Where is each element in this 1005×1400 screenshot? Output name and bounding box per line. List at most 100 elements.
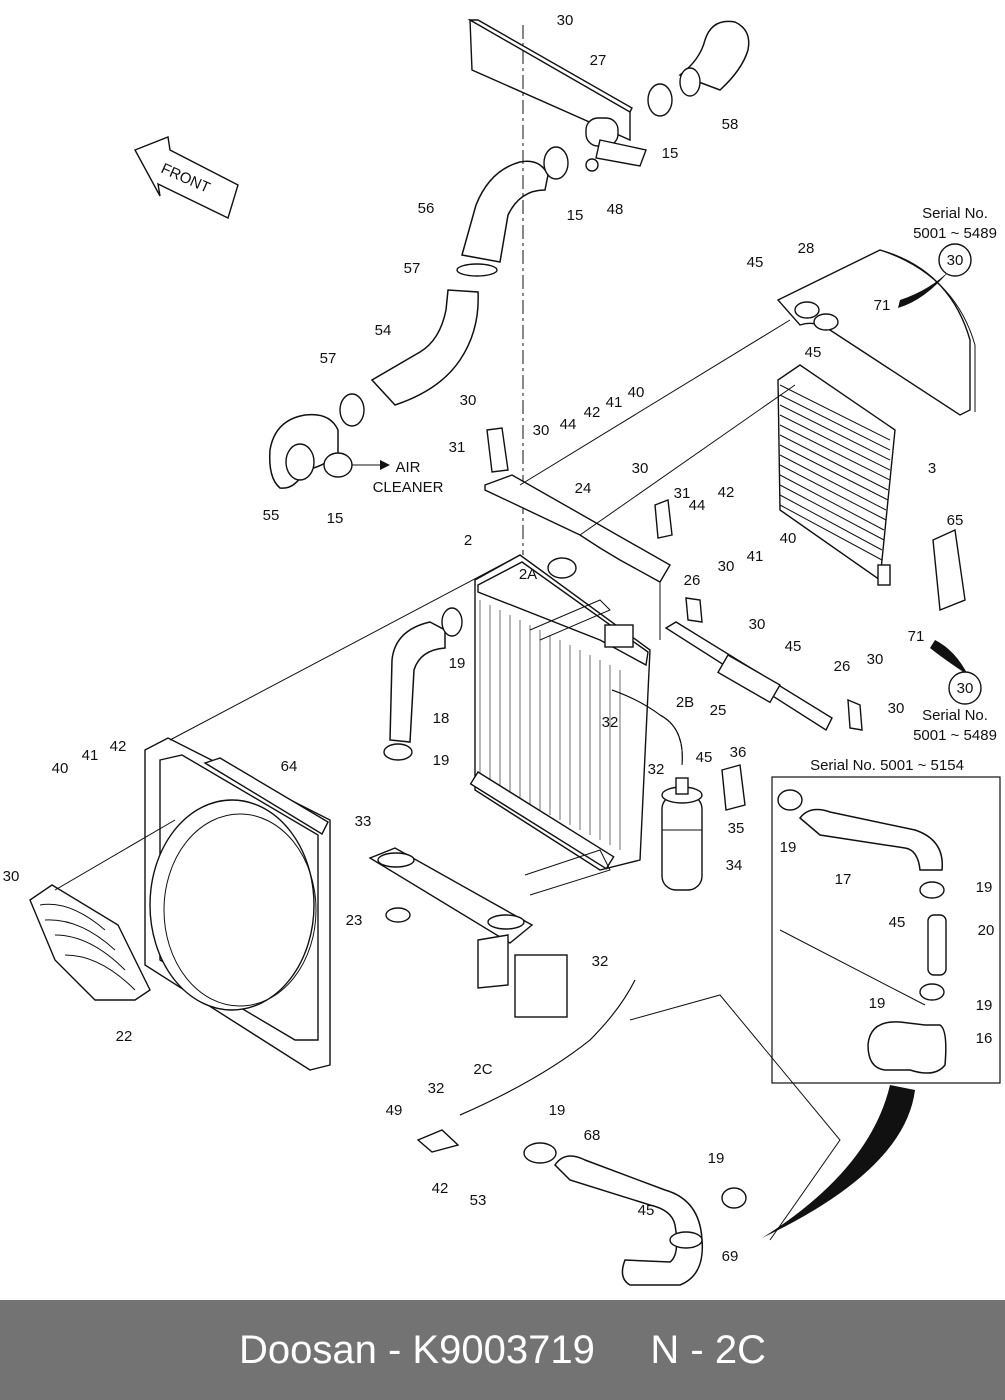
part-label-2B: 2B	[676, 694, 694, 711]
serial-note-mid: Serial No.5001 ~ 5489	[913, 707, 997, 744]
part-label-26: 26	[684, 572, 701, 589]
bracket-24	[484, 427, 673, 583]
callout-circle-top-label: 30	[947, 252, 964, 269]
part-label-42: 42	[584, 404, 601, 421]
exploded-view-drawing: FRONT	[3, 12, 1001, 1286]
part-label-3: 3	[928, 460, 936, 477]
part-label-35: 35	[728, 820, 745, 837]
elbow-55	[268, 413, 390, 489]
part-label-40: 40	[628, 384, 645, 401]
part-label-40: 40	[52, 760, 69, 777]
shroud-64	[144, 737, 331, 1071]
part-label-57: 57	[320, 350, 337, 367]
part-label-19: 19	[433, 752, 450, 769]
part-label-2: 2	[464, 532, 472, 549]
part-label-27: 27	[590, 52, 607, 69]
part-label-45: 45	[889, 914, 906, 931]
part-label-26: 26	[834, 658, 851, 675]
part-label-28: 28	[798, 240, 815, 257]
part-label-42: 42	[110, 738, 127, 755]
fan-guard-22	[29, 884, 151, 1001]
part-label-56: 56	[418, 200, 435, 217]
part-label-30: 30	[632, 460, 649, 477]
clip-49	[416, 1129, 460, 1153]
part-label-32: 32	[428, 1080, 445, 1097]
part-label-71: 71	[908, 628, 925, 645]
hose-54	[339, 289, 479, 427]
part-label-30: 30	[867, 651, 884, 668]
part-label-2C: 2C	[473, 1061, 492, 1078]
part-label-36: 36	[730, 744, 747, 761]
part-label-64: 64	[281, 758, 298, 775]
part-label-58: 58	[722, 116, 739, 133]
part-label-19: 19	[976, 997, 993, 1014]
part-label-16: 16	[976, 1030, 993, 1047]
part-label-19: 19	[449, 655, 466, 672]
bracket-33	[368, 847, 568, 1018]
footer-text: Doosan - K9003719 N - 2C	[239, 1327, 766, 1372]
part-label-22: 22	[116, 1028, 133, 1045]
part-label-2A: 2A	[519, 566, 537, 583]
part-label-45: 45	[696, 749, 713, 766]
part-label-65: 65	[947, 512, 964, 529]
part-label-71: 71	[874, 297, 891, 314]
part-label-41: 41	[747, 548, 764, 565]
callout-circle-top: 30	[938, 243, 972, 277]
part-label-30: 30	[749, 616, 766, 633]
part-label-45: 45	[747, 254, 764, 271]
part-label-55: 55	[263, 507, 280, 524]
part-label-19: 19	[780, 839, 797, 856]
part-label-15: 15	[327, 510, 344, 527]
bracket-27	[467, 18, 647, 167]
part-label-54: 54	[375, 322, 392, 339]
part-label-42: 42	[432, 1180, 449, 1197]
part-label-68: 68	[584, 1127, 601, 1144]
part-label-30: 30	[460, 392, 477, 409]
hose-18	[389, 621, 446, 743]
front-arrow: FRONT	[134, 136, 239, 219]
part-label-31: 31	[674, 485, 691, 502]
part-label-69: 69	[722, 1248, 739, 1265]
part-label-20: 20	[978, 922, 995, 939]
cooler-3	[777, 364, 896, 586]
part-label-19: 19	[976, 879, 993, 896]
part-label-44: 44	[689, 497, 706, 514]
footer-bar: Doosan - K9003719 N - 2C	[0, 1300, 1005, 1400]
callout-circle-bottom-label: 30	[957, 680, 974, 697]
part-label-32: 32	[602, 714, 619, 731]
part-label-30: 30	[557, 12, 574, 29]
part-label-25: 25	[710, 702, 727, 719]
part-label-44: 44	[560, 416, 577, 433]
part-label-30: 30	[533, 422, 550, 439]
inset-box	[771, 776, 1001, 1084]
part-label-48: 48	[607, 201, 624, 218]
part-label-19: 19	[869, 995, 886, 1012]
part-label-45: 45	[638, 1202, 655, 1219]
part-label-15: 15	[662, 145, 679, 162]
part-label-19: 19	[708, 1150, 725, 1167]
part-label-34: 34	[726, 857, 743, 874]
hose-56	[456, 146, 599, 277]
part-number-labels: 30 27 58 15 15 48 56 57 54 57 55 15 28 45 71 45 3 30 31 30 4…	[3, 12, 995, 1265]
serial-note-inset: Serial No. 5001 ~ 5154	[810, 757, 964, 774]
part-label-41: 41	[606, 394, 623, 411]
part-label-32: 32	[648, 761, 665, 778]
part-label-30: 30	[3, 868, 20, 885]
part-label-53: 53	[470, 1192, 487, 1209]
callout-circle-bottom: 30	[948, 671, 982, 705]
reservoir-34	[661, 764, 746, 891]
parts-diagram: FRONT	[3, 12, 1001, 1286]
plate-65	[932, 528, 966, 611]
part-label-49: 49	[386, 1102, 403, 1119]
part-label-18: 18	[433, 710, 450, 727]
bracket-25	[664, 597, 863, 732]
part-label-33: 33	[355, 813, 372, 830]
part-label-31: 31	[449, 439, 466, 456]
part-label-57: 57	[404, 260, 421, 277]
part-label-45: 45	[805, 344, 822, 361]
part-label-24: 24	[575, 480, 592, 497]
part-label-15: 15	[567, 207, 584, 224]
part-label-32: 32	[592, 953, 609, 970]
radiator-2	[469, 554, 651, 871]
